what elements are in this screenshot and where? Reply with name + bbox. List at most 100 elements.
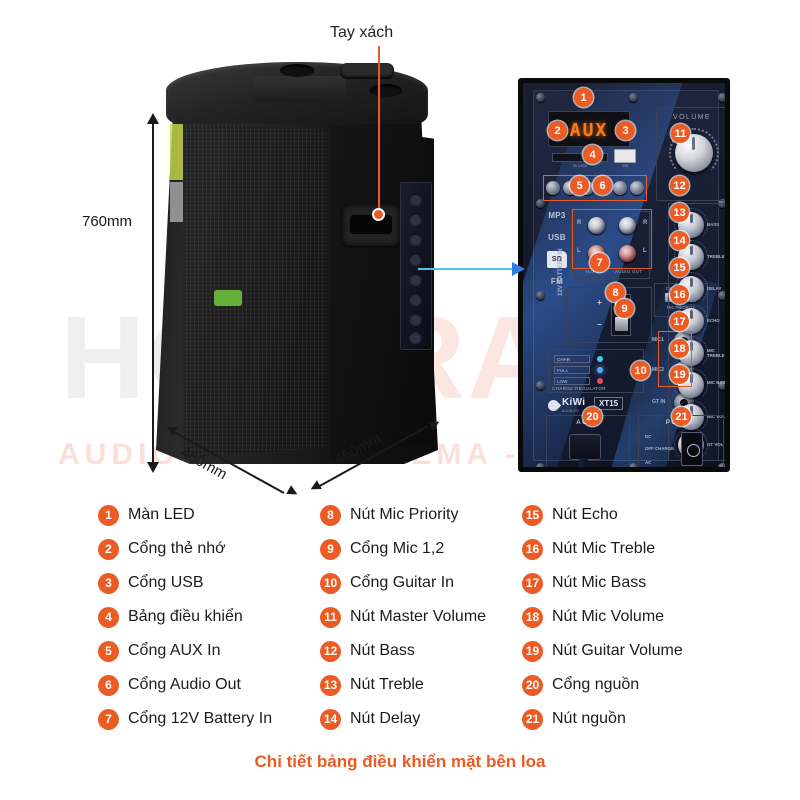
legend-label-20: Cổng nguồn — [552, 676, 640, 693]
legend-badge-5: 5 — [98, 640, 119, 662]
panel-screw — [536, 199, 545, 208]
legend-label-17: Nút Mic Bass — [552, 574, 647, 591]
battery-plus-label: + — [597, 298, 602, 307]
legend-badge-21: 21 — [522, 708, 543, 730]
control-panel-photo: AUX SD CARD USB VOLUME — [518, 78, 730, 472]
ac-power-socket[interactable] — [569, 434, 601, 460]
panel-screw — [536, 381, 545, 390]
delay-knob-label: DELAY — [707, 286, 722, 291]
legend-label-13: Nút Treble — [350, 676, 424, 693]
charge-led-char — [597, 356, 603, 362]
cabinet-spec-label-green — [170, 124, 183, 180]
legend-badge-3: 3 — [98, 572, 119, 594]
echo-knob-label: ECHO — [707, 318, 720, 323]
function-button-row-highlight — [543, 175, 647, 201]
panel-callout-4: 4 — [583, 145, 602, 164]
legend-label-9: Cổng Mic 1,2 — [350, 540, 445, 557]
height-arrow-down — [147, 462, 159, 473]
aux-in-r-jack[interactable] — [588, 217, 605, 234]
panel-callout-15: 15 — [670, 258, 689, 277]
panel-screw — [629, 463, 638, 467]
legend-badge-9: 9 — [320, 538, 341, 560]
depth-arrow-end — [286, 485, 300, 499]
power-mode-ac: AC — [645, 460, 652, 465]
panel-screw — [718, 93, 725, 102]
cabinet-top-port-left — [280, 64, 314, 77]
panel-screw — [718, 291, 725, 300]
legend-label-21: Nút nguồn — [552, 710, 626, 727]
legend-badge-14: 14 — [320, 708, 341, 730]
legend-label-5: Cổng AUX In — [128, 642, 221, 659]
legend-badge-16: 16 — [522, 538, 543, 560]
audio-out-r-label: R — [643, 220, 648, 226]
panel-screw — [536, 463, 545, 467]
brand-name: KiWi — [562, 397, 586, 408]
handle-leader-dot — [372, 208, 385, 221]
page-caption: Chi tiết bảng điều khiển mặt bên loa — [254, 752, 546, 771]
usb-port[interactable] — [614, 149, 636, 163]
mic-bass-knob-label: MIC BASS — [707, 380, 729, 385]
battery-minus-label: − — [597, 320, 602, 329]
function-button[interactable] — [629, 181, 644, 195]
cabinet-side-handle — [342, 204, 400, 246]
brand-subtitle: AUDIO — [562, 408, 580, 413]
panel-screw — [536, 93, 545, 102]
panel-screw — [629, 93, 638, 102]
cabinet-grille — [182, 120, 326, 458]
legend-item: 20 Cổng nguồn — [522, 668, 752, 702]
panel-callout-5: 5 — [570, 176, 589, 195]
legend-label-8: Nút Mic Priority — [350, 506, 459, 523]
sd-card-slot[interactable] — [552, 153, 608, 162]
panel-link-arrow-head — [512, 262, 525, 276]
panel-callout-18: 18 — [670, 339, 689, 358]
cabinet-spec-label-white — [170, 182, 183, 222]
mic1-label: MIC1 — [652, 337, 664, 343]
panel-callout-2: 2 — [548, 121, 567, 140]
mp3-icon: MP3 — [548, 211, 566, 220]
panel-callout-1: 1 — [574, 88, 593, 107]
guitar-label: GT IN — [652, 399, 666, 405]
master-volume-section: VOLUME — [656, 107, 725, 201]
legend-label-10: Cổng Guitar In — [350, 574, 455, 591]
audio-out-l-jack[interactable] — [619, 245, 636, 262]
legend-item: 13 Nút Treble — [320, 668, 520, 702]
panel-callout-10: 10 — [631, 361, 650, 380]
usb-caption: USB — [621, 164, 629, 168]
ac-power-cable — [579, 458, 588, 467]
legend-label-6: Cổng Audio Out — [128, 676, 241, 693]
legend-label-2: Cổng thẻ nhớ — [128, 540, 226, 557]
treble-knob-scale — [674, 240, 708, 274]
function-button[interactable] — [546, 181, 560, 195]
cabinet-top-logo — [254, 76, 346, 102]
handle-annotation-label: Tay xách — [330, 24, 394, 41]
legend-label-4: Bảng điều khiển — [128, 608, 243, 625]
audio-out-r-jack[interactable] — [619, 217, 636, 234]
panel-callout-8: 8 — [606, 283, 625, 302]
legend-label-16: Nút Mic Treble — [552, 540, 656, 557]
master-volume-scale — [669, 128, 719, 178]
function-button[interactable] — [613, 181, 628, 195]
power-switch[interactable] — [681, 432, 703, 466]
rca-section-highlight — [572, 209, 652, 269]
height-arrow-up — [147, 113, 159, 124]
guitar-volume-knob-scale — [674, 428, 708, 462]
cabinet-top-handle — [340, 63, 394, 79]
legend-badge-13: 13 — [320, 674, 341, 696]
mic-priority-on-label: ON — [665, 286, 673, 291]
legend-label-14: Nút Delay — [350, 710, 421, 727]
led-display-text: AUX — [569, 120, 609, 141]
legend-badge-20: 20 — [522, 674, 543, 696]
legend-label-12: Nút Bass — [350, 642, 415, 659]
panel-callout-20: 20 — [583, 407, 602, 426]
